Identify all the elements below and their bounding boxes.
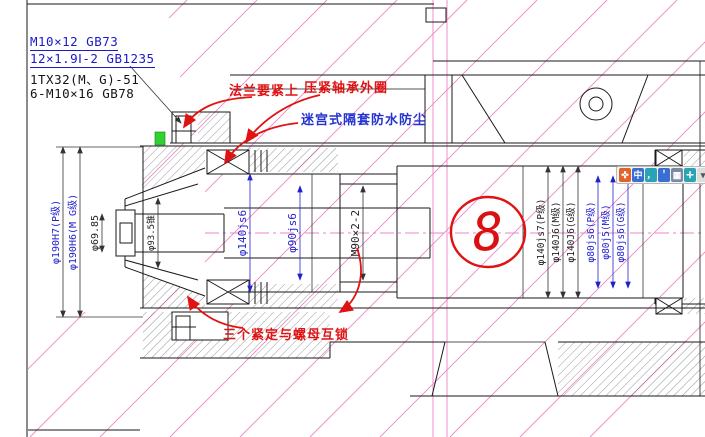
dim-label-d80-p: φ80js6(P级): [585, 202, 597, 263]
toolbar-icon-1[interactable]: ✜: [619, 168, 631, 182]
annotation-labyrinth: 迷宫式隔套防水防尘: [301, 112, 428, 127]
note-bolt-spec: M10×12 GB73: [30, 34, 119, 51]
note-seal-spec: 1TX32(M、G)-51: [30, 72, 140, 87]
note-screw-spec: 6-M10×16 GB78: [30, 86, 135, 101]
detail-number: 8: [470, 202, 505, 264]
dim-label-flange-dia: φ93.5锥: [145, 215, 157, 251]
annotation-lock: 三个紧定与螺母互锁: [223, 327, 350, 342]
dimension-lines-blue: [247, 173, 631, 293]
arrow-to-locknut: [338, 247, 362, 313]
dim-label-taper: φ69.85: [90, 215, 101, 251]
dimension-lines-black: [56, 146, 581, 318]
dim-label-d190-mg: φ190H6(M G级): [67, 194, 79, 270]
dim-label-d190-p: φ190H7(P级): [50, 200, 62, 264]
toolbar-icon-3[interactable]: ，: [645, 168, 657, 182]
arrow-to-flange: [183, 96, 253, 129]
toolbar-icon-2[interactable]: 中: [632, 168, 644, 182]
dim-label-d80-g: φ80js6(G级): [615, 202, 627, 263]
toolbar-icon-4[interactable]: ＇: [658, 168, 670, 182]
arrow-to-labyrinth: [224, 122, 299, 165]
arrow-to-set-screws: [187, 295, 244, 329]
arrow-to-bearing-ring: [244, 94, 321, 144]
part-geometry: [26, 0, 705, 437]
dim-label-d80-m: φ80j5(M级): [600, 204, 612, 259]
dimension-labels: φ190H7(P级) φ190H6(M G级) φ69.85 φ93.5锥 φ1…: [50, 194, 627, 270]
red-markup: [183, 94, 527, 329]
toolbar-icon-7[interactable]: ▾: [697, 168, 705, 182]
toolbar-icon-6[interactable]: ✛: [684, 168, 696, 182]
annotation-flange: 法兰要紧上: [229, 83, 300, 98]
toolbar-icon-5[interactable]: ▦: [671, 168, 683, 182]
note-pin-spec: 12×1.9Ⅰ-2 GB1235: [30, 51, 155, 68]
detail-circle: [449, 195, 527, 269]
floating-toolbar[interactable]: ✜ 中 ， ＇ ▦ ✛ ▾: [616, 166, 705, 184]
annotation-bearing: 压紧轴承外圈: [304, 80, 389, 95]
dim-label-d90: φ90js6: [286, 213, 299, 253]
dim-label-thread: M90×2-2: [349, 210, 362, 256]
dim-label-d140-g: φ140J6(G级): [565, 202, 577, 263]
dim-label-d140-mid: φ140js6: [236, 210, 249, 256]
dim-label-d140-p: φ140js7(P级): [535, 199, 547, 266]
selection-grip: [154, 131, 166, 146]
dim-label-d140-m: φ140J6(M级): [550, 202, 562, 263]
